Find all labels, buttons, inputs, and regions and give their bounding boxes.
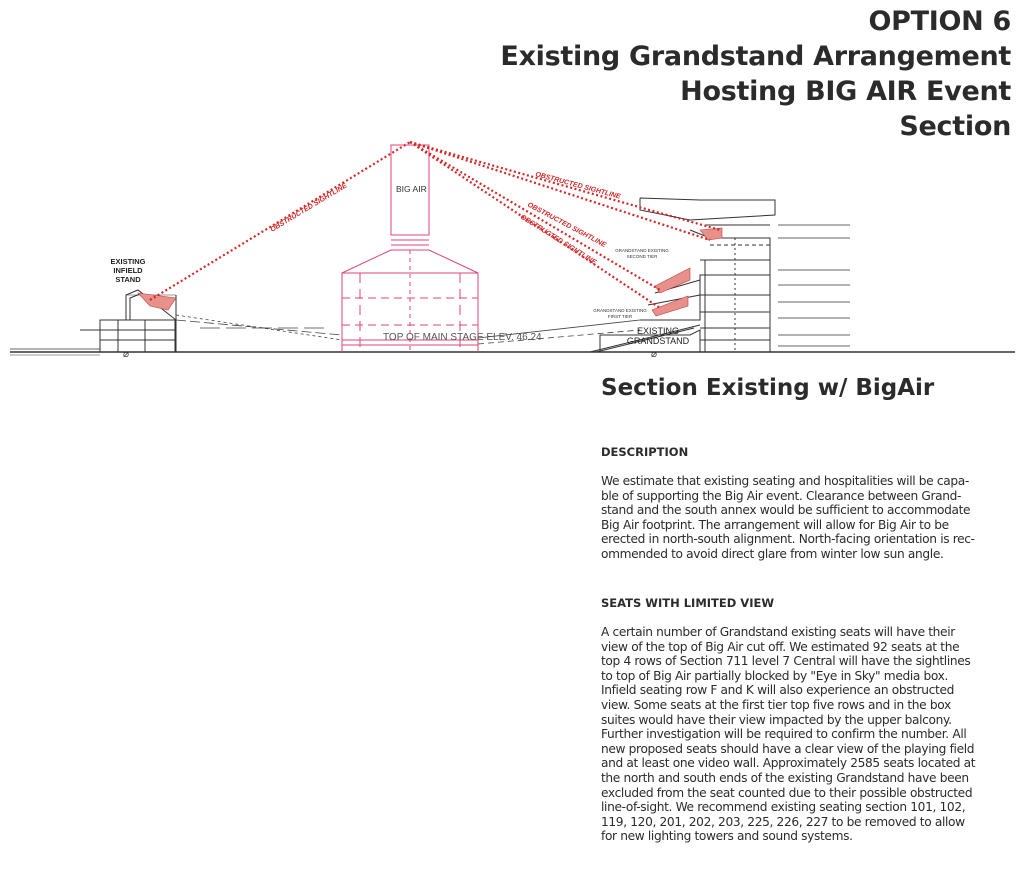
section-diagram: EXISTING INFIELD STAND ⌀ BIG AIR TOP OF … (10, 140, 1015, 360)
sightline-labels: OBSTRUCTED SIGHTLINE OBSTRUCTED SIGHTLIN… (269, 171, 621, 266)
description-line: Big Air footprint. The arrangement will … (601, 517, 949, 532)
seats-text: A certain number of Grandstand existing … (601, 625, 1013, 844)
title-block: OPTION 6 Existing Grandstand Arrangement… (500, 4, 1011, 144)
description-line: stand and the south annex would be suffi… (601, 503, 971, 518)
svg-text:GRANDSTAND EXISTING: GRANDSTAND EXISTING (615, 248, 669, 253)
obstructed-sightlines (149, 140, 721, 309)
stage-elevation-line (175, 314, 641, 345)
seats-line: view of the top of Big Air cut off. We e… (601, 639, 960, 654)
ground-line (10, 348, 1015, 356)
description-line: We estimate that existing seating and ho… (601, 474, 969, 488)
description-line: erected in north-south alignment. North-… (601, 532, 975, 547)
seats-line: and at least one video wall. Approximate… (601, 756, 976, 771)
svg-text:OBSTRUCTED SIGHTLINE: OBSTRUCTED SIGHTLINE (269, 182, 348, 233)
grandstand-north-arrow-icon: ⌀ (651, 349, 657, 360)
grandstand-structure (589, 197, 776, 353)
seats-line: the north and south ends of the existing… (601, 770, 969, 785)
svg-text:EXISTING: EXISTING (110, 257, 145, 266)
seats-line: excluded from the seat counted due to th… (601, 785, 973, 800)
second-tier-seating (654, 267, 691, 294)
big-air-label: BIG AIR (396, 184, 427, 194)
seats-line: to top of Big Air partially blocked by "… (601, 668, 949, 683)
seats-line: Further investigation will be required t… (601, 727, 967, 742)
seats-line: 119, 120, 201, 202, 203, 225, 226, 227 t… (601, 814, 965, 829)
title-event: Hosting BIG AIR Event (680, 76, 1011, 107)
svg-text:STAND: STAND (115, 275, 141, 284)
svg-text:INFIELD: INFIELD (113, 266, 143, 275)
big-air-structure (341, 144, 479, 352)
seats-line: top 4 rows of Section 711 level 7 Centra… (601, 654, 971, 669)
svg-text:EXISTING: EXISTING (637, 326, 679, 336)
svg-text:GRANDSTAND: GRANDSTAND (627, 336, 690, 346)
svg-text:FIRST TIER: FIRST TIER (608, 314, 633, 319)
seats-block: SEATS WITH LIMITED VIEW (601, 596, 1013, 610)
title-option: OPTION 6 (868, 6, 1011, 37)
seats-line: A certain number of Grandstand existing … (601, 625, 955, 639)
description-block: DESCRIPTION (601, 445, 1013, 459)
seats-line: suites would have their view impacted by… (601, 712, 952, 727)
top-of-stage-label: TOP OF MAIN STAGE ELEV. 46.24 (383, 332, 542, 343)
first-tier-seating (651, 295, 689, 317)
north-arrow-icon: ⌀ (123, 349, 129, 360)
seats-line: for new lighting towers and sound system… (601, 829, 853, 844)
seats-line: line-of-sight. We recommend existing sea… (601, 800, 966, 815)
svg-text:SECOND TIER: SECOND TIER (627, 254, 658, 259)
seats-line: view. Some seats at the first tier top f… (601, 697, 951, 712)
section-heading: Section Existing w/ BigAir (601, 375, 935, 401)
description-text: We estimate that existing seating and ho… (601, 474, 1013, 562)
grandstand-label: EXISTING GRANDSTAND (627, 326, 690, 346)
tier-labels: GRANDSTAND EXISTING SECOND TIER GRANDSTA… (593, 248, 669, 319)
description-line: ommended to avoid direct glare from wint… (601, 546, 944, 561)
description-heading: DESCRIPTION (601, 445, 689, 459)
title-arrangement: Existing Grandstand Arrangement (500, 41, 1011, 72)
infield-stand-label: EXISTING INFIELD STAND (110, 257, 145, 284)
seats-line: new proposed seats should have a clear v… (601, 741, 975, 756)
title-section: Section (899, 111, 1011, 142)
description-line: ble of supporting the Big Air event. Cle… (601, 488, 962, 503)
svg-text:GRANDSTAND EXISTING: GRANDSTAND EXISTING (593, 308, 647, 313)
seats-line: Infield seating row F and K will also ex… (601, 683, 954, 698)
level-markers (778, 224, 850, 347)
seats-heading: SEATS WITH LIMITED VIEW (601, 596, 775, 610)
infield-seating-area (137, 292, 177, 311)
